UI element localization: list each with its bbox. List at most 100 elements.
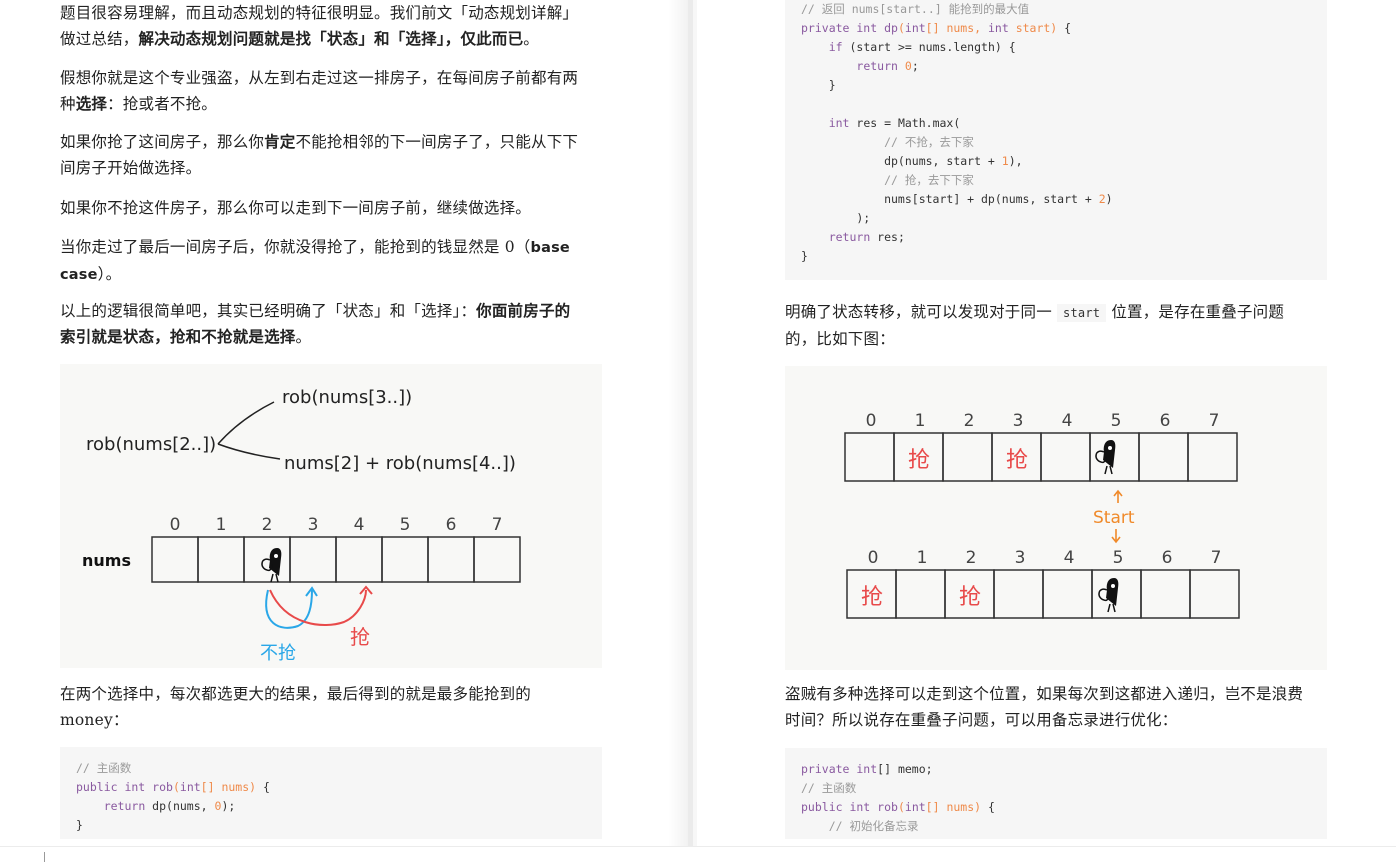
index-label: 4 bbox=[354, 515, 365, 535]
index-label: 4 bbox=[1064, 548, 1075, 568]
bottom-bar bbox=[0, 846, 1396, 863]
text: 明确了状态转移，就可以发现对于同一 bbox=[785, 303, 1052, 321]
index-label: 6 bbox=[1160, 411, 1171, 431]
code-line: // 返回 nums[start..] 能抢到的最大值 bbox=[801, 2, 1030, 16]
text: ）。 bbox=[97, 265, 122, 283]
array-cell bbox=[895, 569, 946, 619]
index-label: 2 bbox=[262, 515, 273, 535]
text: 不能抢相邻的下一间房子了，只能从下下 bbox=[295, 133, 579, 151]
code-line: } bbox=[801, 249, 808, 263]
paragraph-choice: 假想你就是这个专业强盗，从左到右走过这一排房子，在每间房子前都有两 种选择：抢或… bbox=[60, 65, 602, 117]
code-line: public int rob(int[] nums) { bbox=[76, 780, 270, 794]
array-cell bbox=[1042, 569, 1093, 619]
array-cell bbox=[473, 536, 521, 583]
bold-text: 解决动态规划问题就是找「状态」和「选择」，仅此而已 bbox=[138, 29, 524, 48]
page-gutter-inner bbox=[693, 0, 697, 846]
code-block-memo: private int[] memo; // 主函数 public int rob(… bbox=[785, 748, 1327, 839]
code-line: // 主函数 bbox=[801, 781, 857, 795]
index-label: 1 bbox=[917, 548, 928, 568]
index-label: 1 bbox=[216, 515, 227, 535]
index-label: 2 bbox=[966, 548, 977, 568]
branch-top-label: rob(nums[3..]) bbox=[282, 387, 412, 408]
array-cell bbox=[197, 536, 245, 583]
code-block-dp: // 返回 nums[start..] 能抢到的最大值 private int d… bbox=[785, 0, 1327, 280]
rob-mark: 抢 bbox=[861, 585, 883, 610]
paragraph-not-rob: 如果你不抢这件房子，那么你可以走到下一间房子前，继续做选择。 bbox=[60, 195, 602, 221]
rob-label: 抢 bbox=[350, 625, 370, 649]
code-line: private int[] memo; bbox=[801, 762, 933, 776]
index-label: 1 bbox=[915, 411, 926, 431]
paragraph-base-case: 当你走过了最后一间房子后，你就没得抢了，能抢到的钱显然是 0（base case… bbox=[60, 234, 602, 288]
start-label: Start bbox=[1093, 508, 1135, 528]
code-line: // 不抢，去下家 bbox=[884, 135, 974, 149]
index-label: 5 bbox=[400, 515, 411, 535]
branch-bottom-label: nums[2] + rob(nums[4..]) bbox=[284, 453, 516, 474]
array-cell bbox=[993, 569, 1044, 619]
text: 假想你就是这个专业强盗，从左到右走过这一排房子，在每间房子前都有两 bbox=[60, 69, 579, 87]
index-label: 3 bbox=[308, 515, 319, 535]
array-cell bbox=[942, 432, 993, 482]
array-cell bbox=[427, 536, 475, 583]
array-cell bbox=[1040, 432, 1091, 482]
paragraph-rob: 如果你抢了这间房子，那么你肯定不能抢相邻的下一间房子了，只能从下下 间房子开始做… bbox=[60, 129, 602, 181]
array-cell bbox=[1138, 432, 1189, 482]
code-line bbox=[801, 95, 1327, 114]
text: ：抢或者不抢。 bbox=[107, 95, 218, 113]
text: 做过总结， bbox=[60, 30, 139, 48]
array-cell bbox=[1089, 432, 1140, 482]
array-cell bbox=[381, 536, 429, 583]
rob-mark: 抢 bbox=[1006, 448, 1028, 473]
array-cell bbox=[1189, 569, 1240, 619]
code-line: private int dp(int[] nums, int start) { bbox=[801, 21, 1072, 35]
array-cell bbox=[335, 536, 383, 583]
code-line: // 抢，去下下家 bbox=[884, 173, 974, 187]
code-line: return 0; bbox=[856, 59, 919, 73]
code-line: return res; bbox=[828, 230, 905, 244]
index-label: 5 bbox=[1111, 411, 1122, 431]
bold-text: 肯定 bbox=[264, 132, 296, 151]
thief-icon bbox=[261, 548, 282, 583]
bold-text: case bbox=[60, 267, 98, 283]
text: 种 bbox=[60, 95, 76, 113]
index-label: 4 bbox=[1062, 411, 1073, 431]
code-line: ); bbox=[801, 211, 871, 225]
code-line: int res = Math.max( bbox=[828, 116, 961, 130]
up-arrow-icon bbox=[1113, 489, 1123, 503]
text-cursor bbox=[44, 852, 45, 862]
index-label: 5 bbox=[1113, 548, 1124, 568]
code-line: } bbox=[76, 818, 83, 832]
code-line: // 主函数 bbox=[76, 761, 132, 775]
index-label: 3 bbox=[1013, 411, 1024, 431]
index-label: 3 bbox=[1015, 548, 1026, 568]
row2-cells: 抢抢 bbox=[846, 569, 1240, 619]
text: 位置，是存在重叠子问题 bbox=[1111, 303, 1285, 321]
code-line: public int rob(int[] nums) { bbox=[801, 800, 995, 814]
text: 在两个选择中，每次都选更大的结果，最后得到的就是最多能抢到的 bbox=[60, 685, 532, 703]
bold-text: base bbox=[530, 240, 570, 256]
array-cell bbox=[151, 536, 199, 583]
paragraph-state-choice: 以上的逻辑很简单吧，其实已经明确了「状态」和「选择」：你面前房子的 索引就是状态… bbox=[60, 298, 602, 350]
thief-icon-row2 bbox=[1098, 578, 1119, 613]
recursion-diagram: rob(nums[3..]) rob(nums[2..]) nums[2] + … bbox=[60, 364, 602, 668]
recursion-diagram-svg: rob(nums[3..]) rob(nums[2..]) nums[2] + … bbox=[82, 387, 521, 664]
array-cells bbox=[151, 536, 521, 583]
index-label: 7 bbox=[1209, 411, 1220, 431]
bold-text: 你面前房子的 bbox=[476, 301, 571, 320]
code-line: // 初始化备忘录 bbox=[828, 819, 919, 833]
text: 如果你抢了这间房子，那么你 bbox=[60, 133, 265, 151]
array-cell bbox=[844, 432, 895, 482]
code-block-main: // 主函数 public int rob(int[] nums) { retur… bbox=[60, 747, 602, 839]
code-line: return dp(nums, 0); bbox=[103, 799, 236, 813]
array-cell bbox=[289, 536, 337, 583]
array-cell bbox=[1187, 432, 1238, 482]
bold-text: 索引就是状态，抢和不抢就是选择 bbox=[60, 327, 296, 346]
code-line: if (start >= nums.length) { bbox=[828, 40, 1016, 54]
text: 如果你不抢这件房子，那么你可以走到下一间房子前，继续做选择。 bbox=[60, 199, 532, 217]
text: 。 bbox=[295, 328, 312, 346]
not-rob-label: 不抢 bbox=[260, 643, 296, 664]
text: 以上的逻辑很简单吧，其实已经明确了「状态」和「选择」： bbox=[60, 302, 477, 320]
